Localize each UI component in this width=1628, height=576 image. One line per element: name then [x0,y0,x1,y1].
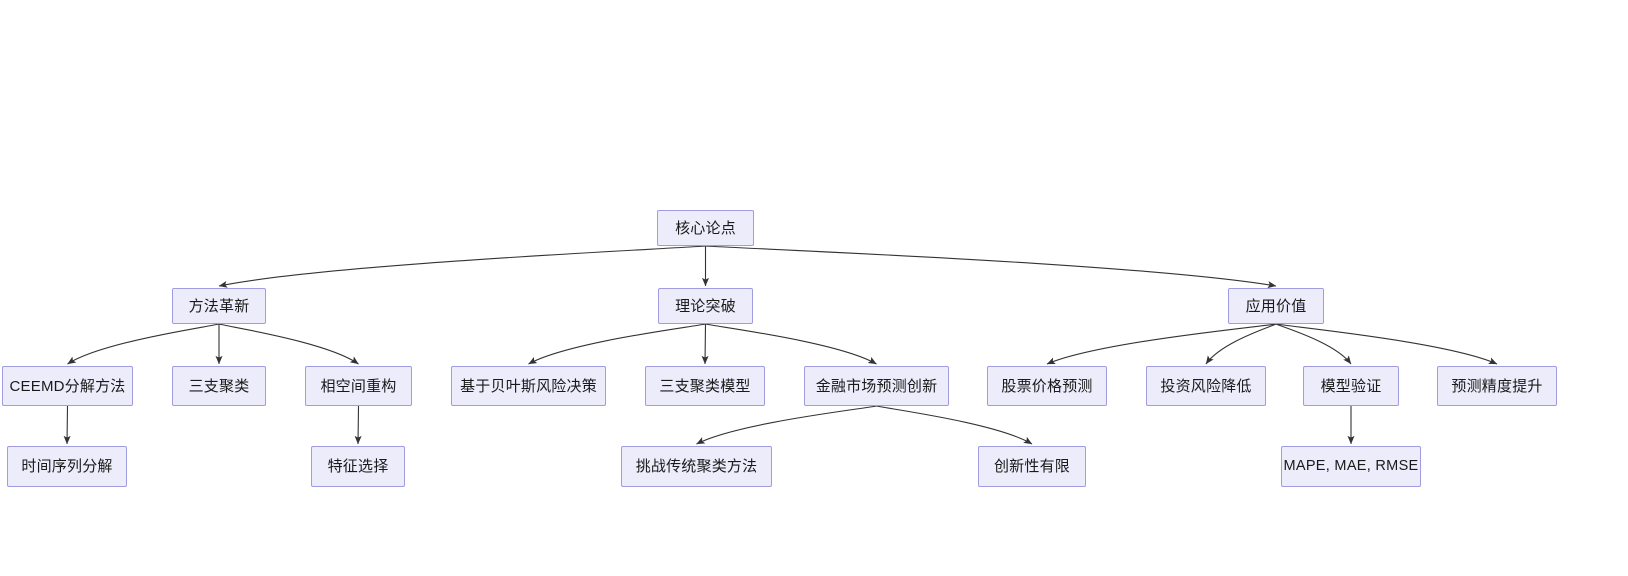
flowchart-node-label: 三支聚类 [188,377,250,395]
flowchart-node-label: 应用价值 [1245,297,1307,315]
flowchart-node-label: 理论突破 [675,297,736,315]
edge-paths [63,245,1498,445]
flowchart-node-c2[interactable]: 三支聚类 [172,366,266,406]
flowchart-edge-c6-to-d4 [876,405,1033,445]
flowchart-node-c3[interactable]: 相空间重构 [305,366,412,406]
flowchart-node-label: 挑战传统聚类方法 [635,458,758,475]
flowchart-node-c4[interactable]: 基于贝叶斯风险决策 [451,366,606,406]
flowchart-node-c6[interactable]: 金融市场预测创新 [804,366,949,406]
flowchart-node-root[interactable]: 核心论点 [657,210,754,246]
flowchart-edge-root-to-b3 [705,245,1277,289]
flowchart-node-c7[interactable]: 股票价格预测 [987,366,1107,406]
flowchart-node-label: 创新性有限 [993,458,1070,475]
flowchart-edge-b2-to-c6 [705,323,877,365]
flowchart-edge-b3-to-c7 [1046,323,1277,365]
flowchart-node-label: 模型验证 [1320,377,1382,395]
flowchart-edge-b3-to-c10 [1275,323,1498,365]
flowchart-edge-c1-to-d1 [63,405,71,445]
flowchart-node-label: 投资风险降低 [1160,377,1252,395]
flowchart-node-label: 预测精度提升 [1451,377,1543,395]
flowchart-node-label: 时间序列分解 [21,458,113,475]
flowchart-node-label: 相空间重构 [320,377,397,395]
flowchart-node-label: 股票价格预测 [1001,377,1093,395]
flowchart-node-label: MAPE, MAE, RMSE [1283,458,1419,475]
flowchart-node-b3[interactable]: 应用价值 [1228,288,1324,324]
flowchart-node-b1[interactable]: 方法革新 [172,288,266,324]
flowchart-edge-b2-to-c5 [701,323,709,365]
flowchart-node-c10[interactable]: 预测精度提升 [1437,366,1557,406]
flowchart-node-d1[interactable]: 时间序列分解 [7,446,127,487]
flowchart-node-label: 三支聚类模型 [659,377,751,395]
flowchart-node-b2[interactable]: 理论突破 [658,288,753,324]
flowchart-edge-b1-to-c1 [67,323,220,365]
flowchart-node-c8[interactable]: 投资风险降低 [1146,366,1266,406]
flowchart-node-d2[interactable]: 特征选择 [311,446,405,487]
flowchart-edge-c3-to-d2 [354,405,362,445]
flowchart-node-label: 金融市场预测创新 [815,377,938,395]
flowchart-edge-c6-to-d3 [696,405,877,445]
flowchart-edge-b3-to-c8 [1205,323,1277,365]
flowchart-node-c9[interactable]: 模型验证 [1303,366,1399,406]
flowchart-edge-b2-to-c4 [528,323,706,365]
flowchart-node-c5[interactable]: 三支聚类模型 [645,366,765,406]
flowchart-node-d5[interactable]: MAPE, MAE, RMSE [1281,446,1421,487]
flowchart-node-label: 基于贝叶斯风险决策 [460,377,597,395]
flowchart-node-d3[interactable]: 挑战传统聚类方法 [621,446,772,487]
flowchart-edge-b1-to-c3 [218,323,359,365]
flowchart-edge-b3-to-c9 [1275,323,1352,365]
flowchart-node-label: 方法革新 [188,297,250,315]
flowchart-node-c1[interactable]: CEEMD分解方法 [2,366,133,406]
flowchart-edge-root-to-b1 [218,245,706,288]
flowchart-node-label: CEEMD分解方法 [9,377,126,395]
flowchart-node-label: 核心论点 [675,219,736,237]
flowchart-node-label: 特征选择 [327,458,389,475]
flowchart-node-d4[interactable]: 创新性有限 [978,446,1086,487]
